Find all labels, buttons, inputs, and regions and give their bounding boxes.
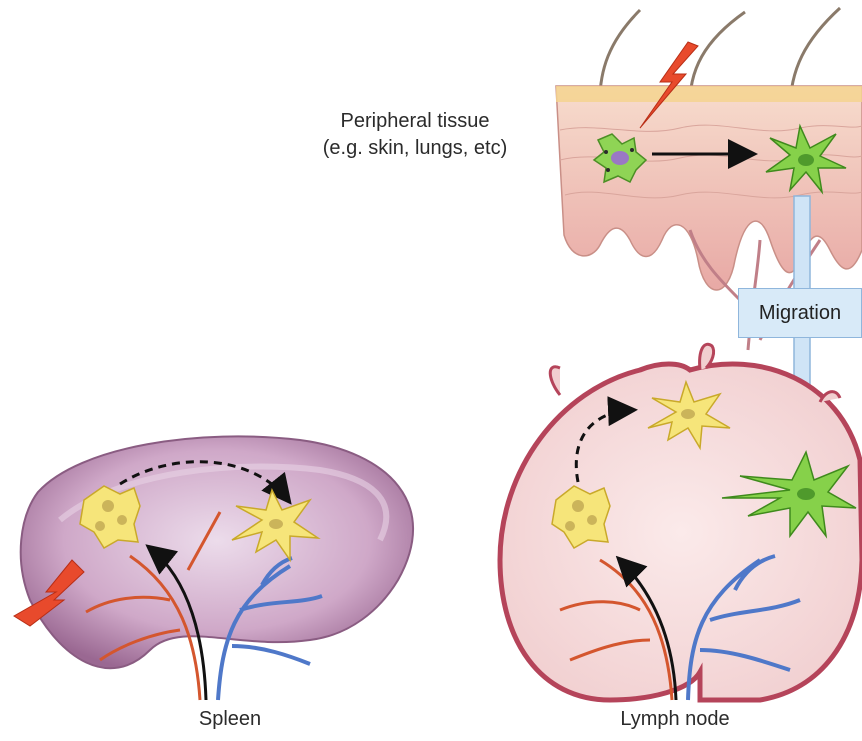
lymph-node-label: Lymph node	[590, 708, 760, 731]
spleen-illustration	[14, 436, 413, 700]
migration-label-box: Migration	[738, 288, 862, 338]
migration-label: Migration	[759, 302, 841, 325]
cell-nucleus	[611, 151, 629, 165]
peripheral-tissue-examples: (e.g. skin, lungs, etc)	[300, 135, 530, 162]
peripheral-tissue-label: Peripheral tissue (e.g. skin, lungs, etc…	[300, 108, 530, 162]
skin-tissue	[556, 86, 862, 290]
peripheral-tissue-title: Peripheral tissue	[300, 108, 530, 135]
lymph-node-illustration	[500, 344, 862, 700]
spleen-label: Spleen	[150, 708, 310, 731]
epidermis-layer	[556, 86, 862, 102]
